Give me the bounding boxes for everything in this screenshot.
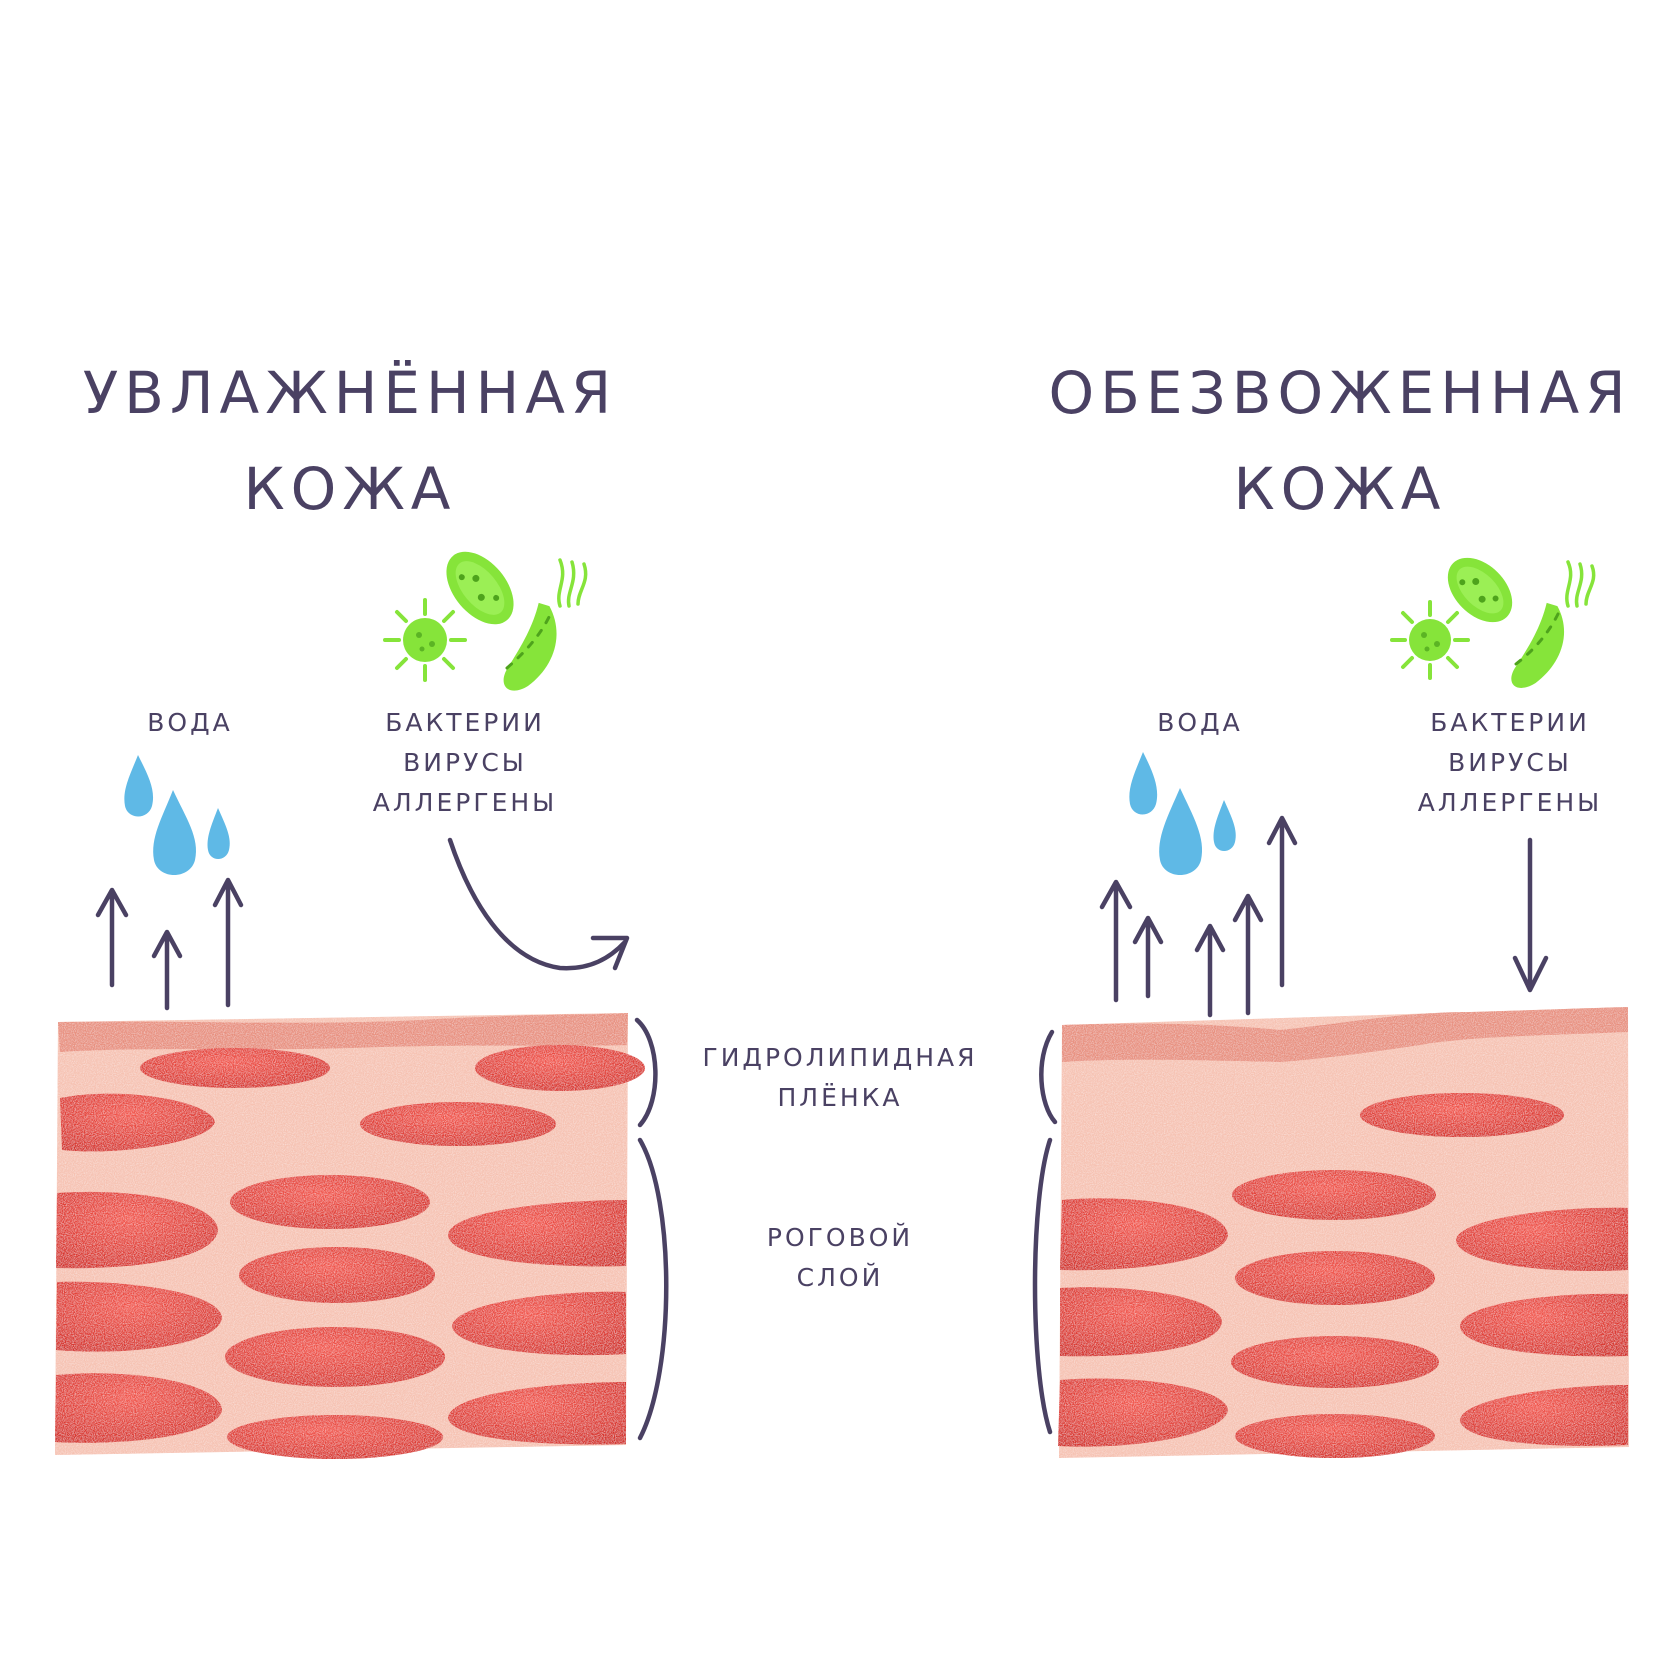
hydrated-water-drops: [124, 755, 230, 875]
dehydrated-cells: [1058, 1093, 1628, 1458]
horny-layer-bracket-right: [1032, 1137, 1053, 1435]
dehydrated-threats-penetrate-arrow: [1512, 837, 1549, 993]
dehydrated-water-drops: [1129, 752, 1236, 875]
water-drop-icon: [153, 790, 197, 875]
hydrated-water-label: ВОДА: [147, 708, 233, 737]
hydrolipid-film-bracket-left: [634, 1017, 658, 1128]
bacteria-rod-icon: [503, 558, 588, 691]
water-drop-icon: [1213, 800, 1236, 851]
horny-layer-bracket-left: [637, 1137, 669, 1441]
dehydrated-water-label: ВОДА: [1157, 708, 1243, 737]
hydrated-threats-deflect-arrow: [447, 837, 630, 971]
water-drop-icon: [207, 808, 230, 859]
water-drop-icon: [1129, 752, 1158, 815]
hydrolipid-film-label: ГИДРОЛИПИДНАЯ ПЛЁНКА: [702, 1043, 978, 1112]
hydrated-title-line1: УВЛАЖНЁННАЯ: [82, 359, 618, 427]
hydrated-title-line2: КОЖА: [243, 455, 457, 523]
hydrated-hydrolipid-film: [58, 1013, 628, 1052]
dehydrated-skin-block: [1058, 1007, 1629, 1458]
hydrated-skin-block: [55, 1013, 645, 1459]
horny-layer-label: РОГОВОЙ СЛОЙ: [766, 1223, 914, 1292]
hydrated-cells: [55, 1045, 645, 1459]
dehydrated-hydrolipid-film: [1062, 1007, 1628, 1062]
virus-icon: [383, 598, 467, 682]
hydrated-microbes: [383, 551, 588, 691]
water-drop-icon: [124, 755, 154, 817]
dehydrated-threats-label: БАКТЕРИИ ВИРУСЫ АЛЛЕРГЕНЫ: [1417, 708, 1603, 817]
virus-icon: [1390, 600, 1470, 680]
bacteria-oval-icon: [446, 551, 514, 625]
dehydrated-water-arrows: [1099, 815, 1298, 1018]
bacteria-oval-icon: [1447, 557, 1513, 623]
dehydrated-title: ОБЕЗВОЖЕННАЯ КОЖА: [1040, 345, 1640, 537]
hydrated-water-arrows: [95, 877, 244, 1011]
water-drop-icon: [1159, 788, 1203, 875]
dehydrated-title-line1: ОБЕЗВОЖЕННАЯ: [1048, 359, 1632, 427]
hydrolipid-film-bracket-right: [1039, 1029, 1058, 1125]
hydrated-threats-label: БАКТЕРИИ ВИРУСЫ АЛЛЕРГЕНЫ: [372, 708, 558, 817]
dehydrated-microbes: [1390, 557, 1596, 688]
hydrated-title: УВЛАЖНЁННАЯ КОЖА: [70, 345, 630, 537]
bacteria-rod-icon: [1511, 560, 1596, 688]
dehydrated-title-line2: КОЖА: [1233, 455, 1447, 523]
